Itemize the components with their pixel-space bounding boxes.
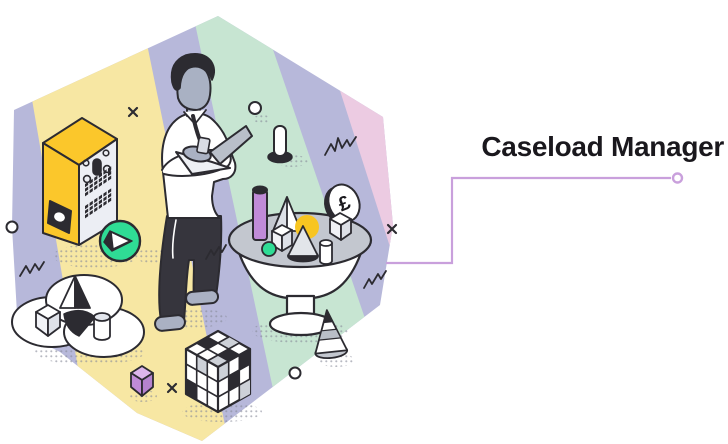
play-button-circle (98, 219, 142, 263)
left-foot (154, 314, 186, 332)
caseworker-legs (154, 215, 223, 332)
coin-cube (329, 212, 352, 241)
zigzag (363, 270, 387, 289)
purple-cylinder (252, 185, 268, 241)
connector-endpoint-dot (671, 172, 684, 184)
tray-cylinder (319, 239, 333, 265)
x-mark (386, 223, 398, 235)
cabinet-speaker (47, 200, 72, 234)
venn-cube (35, 304, 61, 337)
zigzag (324, 136, 357, 156)
caseworker (154, 53, 253, 332)
x-mark (127, 106, 139, 118)
zigzag (205, 244, 227, 260)
tray-cube (271, 224, 293, 252)
rubiks-cube (184, 329, 252, 414)
white-dot (5, 220, 19, 234)
white-dot (248, 101, 262, 115)
x-mark (166, 382, 178, 394)
white-dot (288, 366, 302, 380)
scatter-marks (5, 101, 398, 394)
connector-line (386, 172, 684, 265)
purple-cube (130, 365, 154, 397)
cabinet-keypad-2 (85, 188, 112, 219)
striped-cone (314, 309, 349, 360)
green-dot (261, 241, 277, 257)
cabinet-keypad-1 (85, 166, 112, 197)
venn-cylinder (93, 312, 111, 341)
right-foot (185, 289, 220, 306)
venn-diagram (11, 274, 145, 358)
caseworker-head (170, 53, 216, 155)
venn-pyramid (59, 275, 91, 309)
zigzag (19, 261, 45, 277)
badge (196, 136, 211, 155)
feature-label: Caseload Manager (481, 131, 724, 162)
cabinet-controls (82, 149, 112, 184)
pound-coin: £ (324, 183, 361, 225)
funnel-tray: £ (227, 183, 373, 337)
tray-cone (287, 225, 319, 263)
pin-pole (267, 125, 293, 164)
hair (170, 53, 216, 91)
server-cabinet (42, 117, 118, 246)
